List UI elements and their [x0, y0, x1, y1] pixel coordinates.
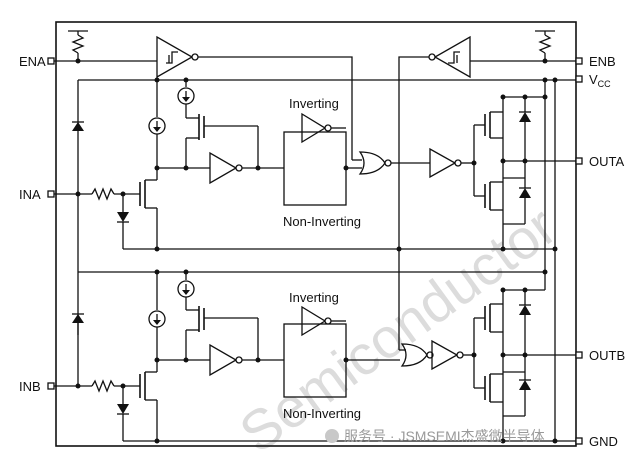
outa-pull-down-transistor — [474, 178, 504, 249]
pin-label-vcc: VCC — [589, 72, 611, 89]
pin-label-ina: INA — [19, 187, 41, 202]
pin-label-gnd: GND — [589, 434, 618, 449]
channel-a: Inverting Non-Inverting — [54, 80, 576, 249]
ina-driver-inverter — [429, 147, 457, 179]
outa-pull-down-body-diode — [503, 178, 531, 225]
ina-series-resistor — [91, 187, 115, 201]
enb-schmitt-buffer — [428, 35, 471, 79]
inb-inverting-label: Inverting — [289, 290, 339, 305]
nor-gate-a — [358, 151, 386, 175]
outb-pull-up-body-diode — [519, 290, 531, 332]
pin-outb — [575, 351, 583, 359]
ina-polarity-select — [283, 131, 347, 206]
ina-bias-transistor — [186, 114, 258, 140]
inb-input-transistor — [139, 371, 158, 441]
pin-label-outb: OUTB — [589, 348, 625, 363]
pin-vcc — [575, 75, 583, 83]
inb-driver-inverter — [431, 339, 459, 371]
pin-ena — [47, 57, 55, 65]
enb-pullup-resistor — [535, 30, 555, 61]
pin-label-outa: OUTA — [589, 154, 624, 169]
watermark-text: Semiconductor — [228, 194, 567, 463]
ina-noninverting-label: Non-Inverting — [283, 214, 361, 229]
vcc-main: V — [589, 72, 598, 87]
source-badge: 服务号 · JSMSEMI杰盛微半导体 — [325, 428, 545, 444]
pin-gnd — [575, 437, 583, 445]
wechat-icon — [325, 429, 339, 443]
outa-pull-up-body-diode — [519, 97, 531, 138]
outb-pull-down-body-diode — [503, 372, 531, 417]
pin-label-ena: ENA — [19, 54, 46, 69]
pin-inb — [47, 382, 55, 390]
pin-label-inb: INB — [19, 379, 41, 394]
inb-inverting-inverter — [301, 305, 327, 337]
ina-input-transistor — [139, 179, 158, 249]
ena-to-nor-wire — [198, 56, 353, 160]
inb-noninverting-label: Non-Inverting — [283, 406, 361, 421]
enb-to-nor-wire — [398, 56, 429, 350]
ena-schmitt-buffer — [156, 35, 199, 79]
ina-inverting-inverter — [301, 112, 327, 144]
inb-gnd-diode — [117, 404, 129, 414]
pin-outa — [575, 157, 583, 165]
nor-gate-b — [400, 343, 428, 367]
pin-enb — [575, 57, 583, 65]
source-badge-text: 服务号 · JSMSEMI杰盛微半导体 — [344, 428, 545, 444]
outa-pull-up-transistor — [474, 96, 545, 139]
ina-gnd-diode — [117, 212, 129, 222]
inb-series-resistor — [91, 379, 115, 393]
ena-pullup-resistor — [68, 30, 88, 61]
inb-clamp-diode — [72, 314, 84, 323]
ina-inverting-label: Inverting — [289, 96, 339, 111]
pin-label-enb: ENB — [589, 54, 616, 69]
junction-dots — [75, 58, 558, 444]
package-outline — [55, 21, 577, 447]
inb-bias-transistor — [186, 306, 258, 332]
ina-inverter — [209, 151, 238, 185]
outb-pull-down-transistor — [474, 372, 504, 441]
inb-inverter — [209, 343, 238, 377]
ina-clamp-diode — [72, 122, 84, 131]
vcc-subscript: CC — [598, 79, 611, 89]
pin-ina — [47, 190, 55, 198]
